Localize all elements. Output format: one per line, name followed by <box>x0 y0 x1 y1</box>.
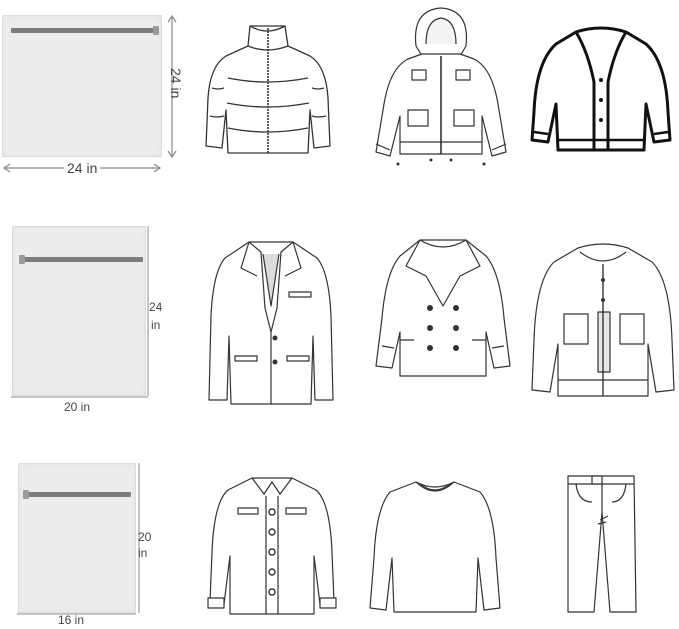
puffer-jacket-icon <box>200 18 335 158</box>
laundry-bag-large <box>2 15 162 157</box>
laundry-bag-small <box>18 463 136 613</box>
height-label-number: 24 <box>149 300 163 314</box>
button-shirt-icon <box>204 472 340 616</box>
knit-cardigan-icon <box>528 22 674 154</box>
long-sleeve-tshirt-icon <box>366 478 504 614</box>
height-dimension-line <box>147 226 149 396</box>
width-label: 24 in <box>64 160 101 176</box>
blazer-icon <box>205 236 337 406</box>
width-label: 20 in <box>64 400 91 414</box>
height-dimension-line <box>138 463 140 613</box>
trousers-icon <box>562 472 642 618</box>
width-dimension-line <box>11 396 148 398</box>
height-label-number: 20 <box>138 530 152 544</box>
height-label-unit: in <box>138 546 148 560</box>
laundry-bag-medium <box>12 226 146 396</box>
zip-jacket-icon <box>528 240 678 400</box>
width-label: 16 in <box>58 613 85 627</box>
double-breasted-coat-icon <box>370 236 516 380</box>
zipper-pull <box>23 490 29 499</box>
height-dimension-arrow <box>167 14 177 159</box>
height-label-unit: in <box>151 318 161 332</box>
width-dimension-line <box>17 613 136 615</box>
zipper-pull <box>153 26 159 35</box>
zipper-pull <box>19 255 25 264</box>
height-label: 24 in <box>168 68 184 99</box>
zipper <box>19 257 143 262</box>
zipper <box>23 492 131 497</box>
zipper <box>11 28 159 33</box>
hooded-down-coat-icon <box>368 4 514 166</box>
